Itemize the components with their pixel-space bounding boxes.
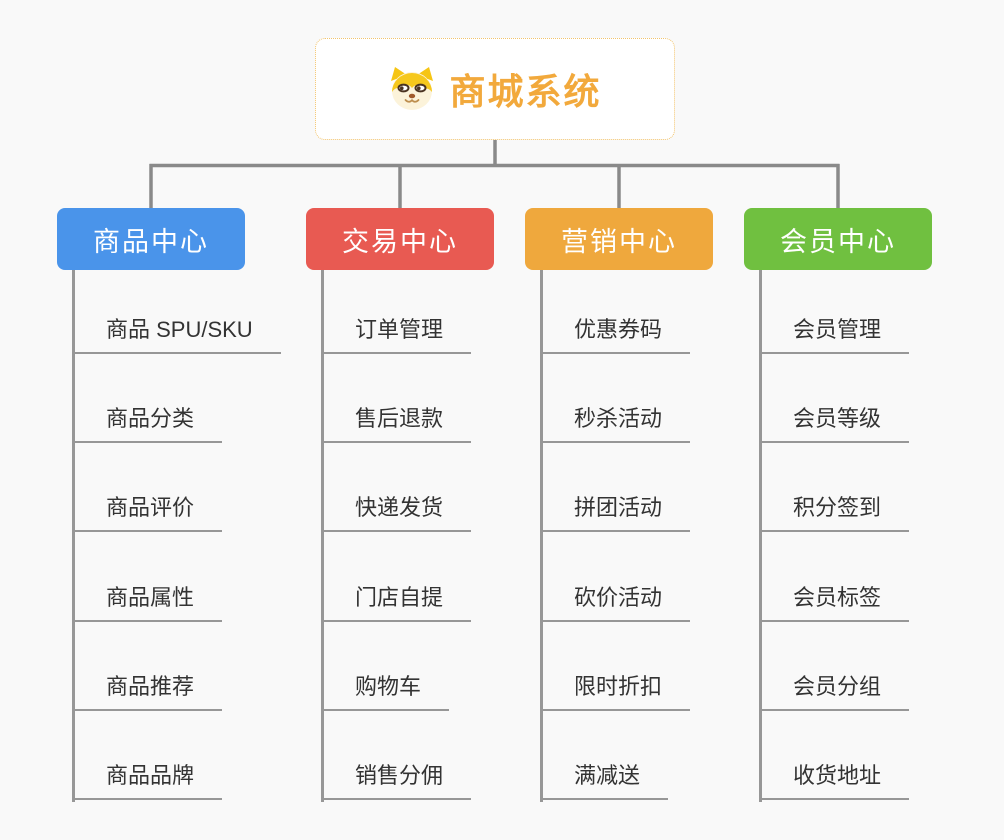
- leaf-node[interactable]: 销售分佣: [321, 763, 472, 800]
- leaf-node[interactable]: 商品分类: [72, 406, 223, 443]
- root-node[interactable]: 商城系统: [315, 38, 675, 140]
- leaf-node[interactable]: 收货地址: [759, 763, 910, 800]
- leaf-node[interactable]: 商品推荐: [72, 674, 223, 711]
- leaf-node[interactable]: 会员分组: [759, 674, 910, 711]
- branch-header-product[interactable]: 商品中心: [57, 208, 245, 270]
- leaf-node[interactable]: 购物车: [321, 674, 450, 711]
- leaf-node[interactable]: 砍价活动: [540, 585, 691, 622]
- leaf-node[interactable]: 售后退款: [321, 406, 472, 443]
- leaf-node[interactable]: 快递发货: [321, 495, 472, 532]
- dog-face-icon: [391, 67, 434, 110]
- leaf-node[interactable]: 商品属性: [72, 585, 223, 622]
- root-title: 商城系统: [449, 71, 602, 112]
- branch-trunk-line: [321, 270, 324, 802]
- leaf-node[interactable]: 拼团活动: [540, 495, 691, 532]
- leaf-node[interactable]: 门店自提: [321, 585, 472, 622]
- leaf-node[interactable]: 秒杀活动: [540, 406, 691, 443]
- leaf-node[interactable]: 商品 SPU/SKU: [72, 317, 281, 354]
- branch-trunk-line: [759, 270, 762, 802]
- leaf-node[interactable]: 限时折扣: [540, 674, 691, 711]
- leaf-node[interactable]: 会员标签: [759, 585, 910, 622]
- leaf-node[interactable]: 商品品牌: [72, 763, 223, 800]
- leaf-node[interactable]: 订单管理: [321, 317, 472, 354]
- leaf-node[interactable]: 商品评价: [72, 495, 223, 532]
- branch-header-marketing[interactable]: 营销中心: [525, 208, 713, 270]
- leaf-node[interactable]: 优惠券码: [540, 317, 691, 354]
- branch-header-trade[interactable]: 交易中心: [306, 208, 494, 270]
- branch-trunk-line: [72, 270, 75, 802]
- branch-trunk-line: [540, 270, 543, 802]
- leaf-node[interactable]: 会员管理: [759, 317, 910, 354]
- leaf-node[interactable]: 满减送: [540, 763, 669, 800]
- branch-header-member[interactable]: 会员中心: [744, 208, 932, 270]
- leaf-node[interactable]: 会员等级: [759, 406, 910, 443]
- leaf-node[interactable]: 积分签到: [759, 495, 910, 532]
